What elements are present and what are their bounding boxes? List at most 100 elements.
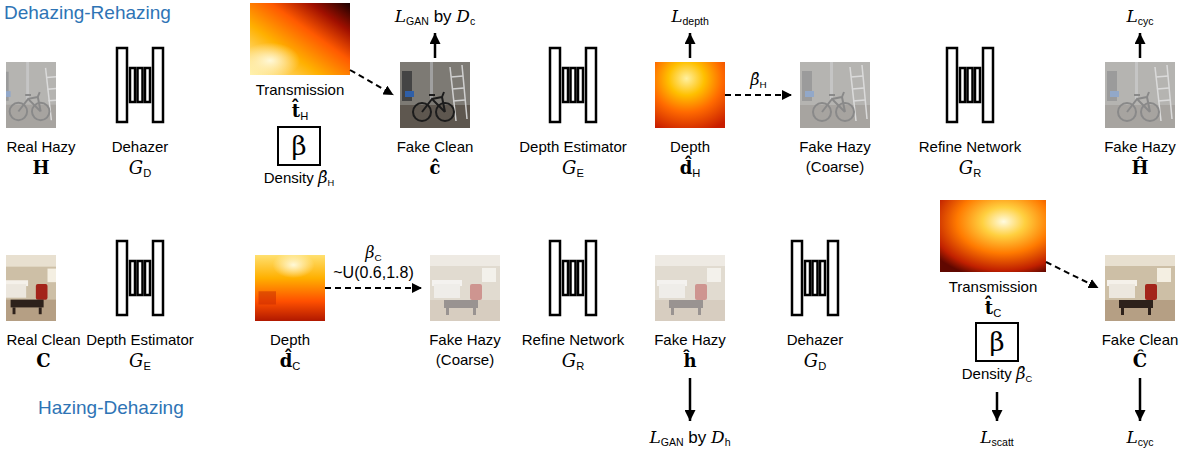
hazy-photo <box>430 254 500 322</box>
density-symbol: β <box>291 128 306 164</box>
text-run <box>559 138 563 155</box>
caption: Fake Hazy (Coarse) <box>425 330 505 370</box>
text-run: Refine <box>919 138 962 155</box>
text-run: Clean <box>41 331 80 348</box>
math-subscript: c <box>470 15 475 27</box>
text-run: Depth <box>670 138 710 155</box>
caption: Fake Hazy (Coarse) <box>795 137 875 177</box>
image-panel: Real HazyH <box>3 62 79 179</box>
text-run: Estimator <box>130 331 193 348</box>
text-run: Clean <box>434 138 473 155</box>
caption: Dehazer <box>112 137 169 157</box>
text-run: Dehazer <box>787 331 844 348</box>
clean-photo <box>1105 254 1175 322</box>
text-run <box>126 331 130 348</box>
loss-arrow <box>1139 33 1142 58</box>
math-subscript: GAN <box>406 15 429 27</box>
caption: Dehazer <box>787 330 844 350</box>
hazy-photo <box>1105 61 1175 129</box>
density-caption: Density β̂H <box>264 168 334 188</box>
math-subscript: E <box>143 360 150 372</box>
math-subscript: depth <box>682 15 708 27</box>
hazy-photo <box>800 61 870 129</box>
math-symbol: t̂ <box>985 297 993 318</box>
math-symbol: L <box>395 6 406 26</box>
math-subscript: cyc <box>1138 436 1154 448</box>
math-symbol: G <box>804 350 818 371</box>
text-run <box>833 138 837 155</box>
math-symbol: H <box>32 157 49 178</box>
text-run <box>463 331 467 348</box>
transmission-map <box>240 3 350 79</box>
depth-map <box>655 62 725 128</box>
text-run: ~U(0.6,1.8) <box>333 264 413 281</box>
text-run: Transmission <box>949 278 1038 295</box>
text-run <box>429 7 434 26</box>
caption: Refine Network <box>522 330 625 350</box>
image-panel: Fake Cleanĉ <box>394 62 477 179</box>
image-panel: Transmissiont̂H <box>250 3 350 122</box>
text-run <box>430 138 434 155</box>
caption: Depth Estimator <box>519 137 627 157</box>
network-icon <box>792 241 838 315</box>
caption: Fake Clean <box>1102 330 1179 350</box>
loss-label: Ldepth <box>671 4 709 29</box>
text-run: Dehazer <box>112 138 169 155</box>
text-run: Network <box>966 138 1021 155</box>
math-subscript: H <box>328 178 335 188</box>
network-block: Depth EstimatorGE <box>83 239 197 372</box>
symbol-label: GE <box>562 157 584 179</box>
text-run: Fake <box>799 138 832 155</box>
math-symbol: G <box>959 157 973 178</box>
loss-label: Lscatt <box>980 425 1014 450</box>
math-symbol: C <box>36 350 50 371</box>
image-panel: Fake Hazy (Coarse) <box>792 62 878 177</box>
math-symbol: β̂ <box>1016 364 1026 383</box>
math-subscript: cyc <box>1138 15 1154 27</box>
math-subscript: R <box>973 167 981 179</box>
math-subscript: H <box>692 167 700 179</box>
network-icon <box>947 48 993 122</box>
text-run <box>314 169 318 186</box>
math-symbol: L <box>980 427 991 447</box>
caption: Real Clean <box>6 330 80 350</box>
math-subscript: R <box>576 360 584 372</box>
symbol-label: GR <box>562 350 584 372</box>
text-run: by <box>434 7 452 26</box>
loss-arrow <box>689 378 692 421</box>
text-run: β <box>291 131 306 161</box>
network-block: Depth EstimatorGE <box>516 46 630 179</box>
text-run: Transmission <box>256 81 345 98</box>
caption: Fake Hazy <box>654 330 726 350</box>
text-run: β <box>989 327 1004 357</box>
text-run: by <box>688 428 706 447</box>
math-subscript: scatt <box>992 436 1014 448</box>
loss-label: LGAN by Dc <box>395 4 475 29</box>
image-panel: Depthd̂C <box>255 255 325 372</box>
clean-photo <box>0 255 65 321</box>
density-symbol: β <box>989 324 1004 360</box>
text-run: Estimator <box>563 138 626 155</box>
symbol-label: Ĉ <box>1133 350 1147 372</box>
math-symbol: L <box>671 6 682 26</box>
math-symbol: d̂ <box>680 157 693 178</box>
math-symbol: ĥ <box>683 350 696 371</box>
depth-map <box>255 252 325 321</box>
text-run: Depth <box>519 138 559 155</box>
symbol-label: t̂C <box>985 297 1001 319</box>
hazy-photo <box>0 62 65 128</box>
dashed-arrow <box>350 70 394 95</box>
caption: Depth <box>670 137 710 157</box>
math-subscript: D <box>143 167 151 179</box>
network-icon <box>117 241 163 315</box>
math-subscript: H <box>300 110 308 122</box>
image-panel: Fake HazyĤ <box>1101 62 1179 179</box>
caption: Fake Hazy <box>1104 137 1176 157</box>
text-run: Fake <box>429 331 462 348</box>
loss-arrow <box>996 392 999 421</box>
symbol-label: d̂H <box>680 157 701 179</box>
symbol-label: d̂C <box>280 350 301 372</box>
text-run: Hazy <box>41 138 75 155</box>
